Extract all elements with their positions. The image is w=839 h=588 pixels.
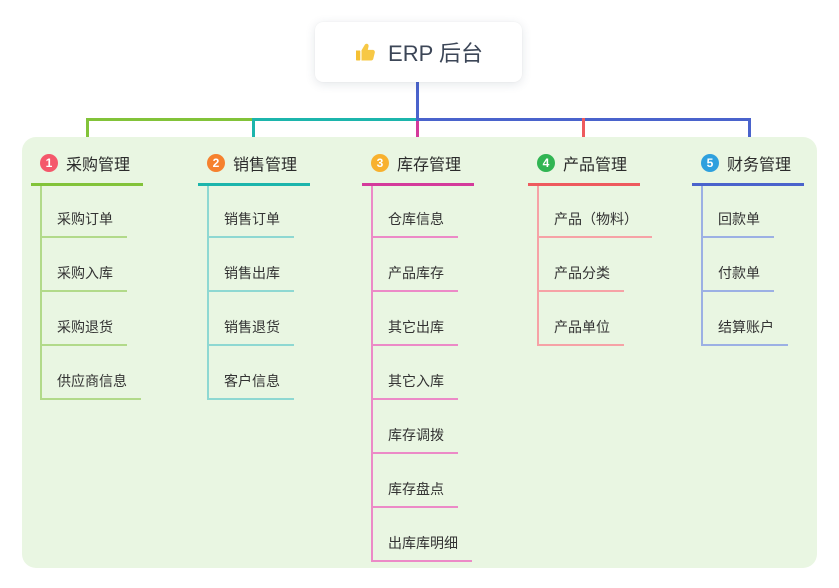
branch-title: 销售管理 — [233, 157, 298, 174]
child-row: 回款单 — [703, 186, 804, 238]
branch-children: 仓库信息产品库存其它出库其它入库库存调拨库存盘点出库库明细 — [371, 186, 474, 562]
child-node[interactable]: 产品（物料） — [539, 212, 652, 238]
child-row: 其它出库 — [373, 292, 474, 346]
child-node[interactable]: 销售退货 — [209, 320, 294, 346]
branch-col-purchase: 1 采购管理 采购订单采购入库采购退货供应商信息 — [31, 151, 143, 400]
child-node[interactable]: 仓库信息 — [373, 212, 458, 238]
branch-title: 采购管理 — [66, 157, 131, 174]
branch-children: 采购订单采购入库采购退货供应商信息 — [40, 186, 143, 400]
child-node[interactable]: 库存调拨 — [373, 428, 458, 454]
child-node[interactable]: 产品分类 — [539, 266, 624, 292]
child-node[interactable]: 其它出库 — [373, 320, 458, 346]
child-row: 库存盘点 — [373, 454, 474, 508]
branches-panel: 1 采购管理 采购订单采购入库采购退货供应商信息 2 销售管理 销售订单销售出库… — [22, 137, 817, 568]
branch-col-finance: 5 财务管理 回款单付款单结算账户 — [692, 151, 804, 346]
root-node-erp[interactable]: ERP 后台 — [315, 22, 522, 82]
child-row: 仓库信息 — [373, 186, 474, 238]
branch-children: 销售订单销售出库销售退货客户信息 — [207, 186, 310, 400]
child-row: 产品单位 — [539, 292, 640, 346]
connector-bus-green — [87, 118, 254, 121]
branch-number-badge: 1 — [40, 154, 58, 172]
branch-number-badge: 4 — [537, 154, 555, 172]
child-row: 销售订单 — [209, 186, 310, 238]
branch-number-badge: 3 — [371, 154, 389, 172]
child-row: 客户信息 — [209, 346, 310, 400]
child-row: 采购入库 — [42, 238, 143, 292]
child-row: 采购订单 — [42, 186, 143, 238]
child-node[interactable]: 采购退货 — [42, 320, 127, 346]
branch-number-badge: 2 — [207, 154, 225, 172]
child-node[interactable]: 采购入库 — [42, 266, 127, 292]
child-node[interactable]: 库存盘点 — [373, 482, 458, 508]
branch-col-product: 4 产品管理 产品（物料） 产品分类产品单位 — [528, 151, 652, 346]
child-node[interactable]: 供应商信息 — [42, 374, 141, 400]
child-row: 产品分类 — [539, 238, 640, 292]
child-node[interactable]: 销售订单 — [209, 212, 294, 238]
connector-root-vertical — [416, 82, 419, 121]
branch-node-product[interactable]: 4 产品管理 — [528, 151, 640, 186]
branch-children: 产品（物料） 产品分类产品单位 — [537, 186, 652, 346]
child-row: 采购退货 — [42, 292, 143, 346]
child-node[interactable]: 产品单位 — [539, 320, 624, 346]
branch-title: 产品管理 — [563, 157, 628, 174]
branch-children: 回款单付款单结算账户 — [701, 186, 804, 346]
branch-node-purchase[interactable]: 1 采购管理 — [31, 151, 143, 186]
branch-node-inventory[interactable]: 3 库存管理 — [362, 151, 474, 186]
child-row: 产品（物料） — [539, 186, 652, 238]
branch-number-badge: 5 — [701, 154, 719, 172]
child-row: 供应商信息 — [42, 346, 143, 400]
child-node[interactable]: 采购订单 — [42, 212, 127, 238]
child-row: 其它入库 — [373, 346, 474, 400]
child-node[interactable]: 客户信息 — [209, 374, 294, 400]
child-node[interactable]: 出库库明细 — [373, 536, 472, 562]
child-row: 结算账户 — [703, 292, 804, 346]
child-node[interactable]: 其它入库 — [373, 374, 458, 400]
child-row: 产品库存 — [373, 238, 474, 292]
connector-stub-product — [582, 118, 585, 146]
child-row: 库存调拨 — [373, 400, 474, 454]
child-node[interactable]: 结算账户 — [703, 320, 788, 346]
branch-col-sales: 2 销售管理 销售订单销售出库销售退货客户信息 — [198, 151, 310, 400]
branch-node-finance[interactable]: 5 财务管理 — [692, 151, 804, 186]
branch-title: 库存管理 — [397, 157, 462, 174]
connector-bus-teal — [252, 118, 418, 121]
branch-node-sales[interactable]: 2 销售管理 — [198, 151, 310, 186]
child-row: 出库库明细 — [373, 508, 474, 562]
branch-col-inventory: 3 库存管理 仓库信息产品库存其它出库其它入库库存调拨库存盘点出库库明细 — [362, 151, 474, 562]
child-node[interactable]: 产品库存 — [373, 266, 458, 292]
root-title: ERP 后台 — [388, 41, 483, 66]
child-row: 销售出库 — [209, 238, 310, 292]
branch-title: 财务管理 — [727, 157, 792, 174]
thumbs-up-icon — [354, 40, 378, 64]
child-node[interactable]: 回款单 — [703, 212, 774, 238]
child-row: 付款单 — [703, 238, 804, 292]
connector-stub-inventory — [416, 121, 419, 146]
child-node[interactable]: 销售出库 — [209, 266, 294, 292]
child-node[interactable]: 付款单 — [703, 266, 774, 292]
connector-stub-purchase — [86, 118, 89, 146]
connector-stub-sales — [252, 118, 255, 146]
child-row: 销售退货 — [209, 292, 310, 346]
connector-stub-finance — [748, 118, 751, 146]
